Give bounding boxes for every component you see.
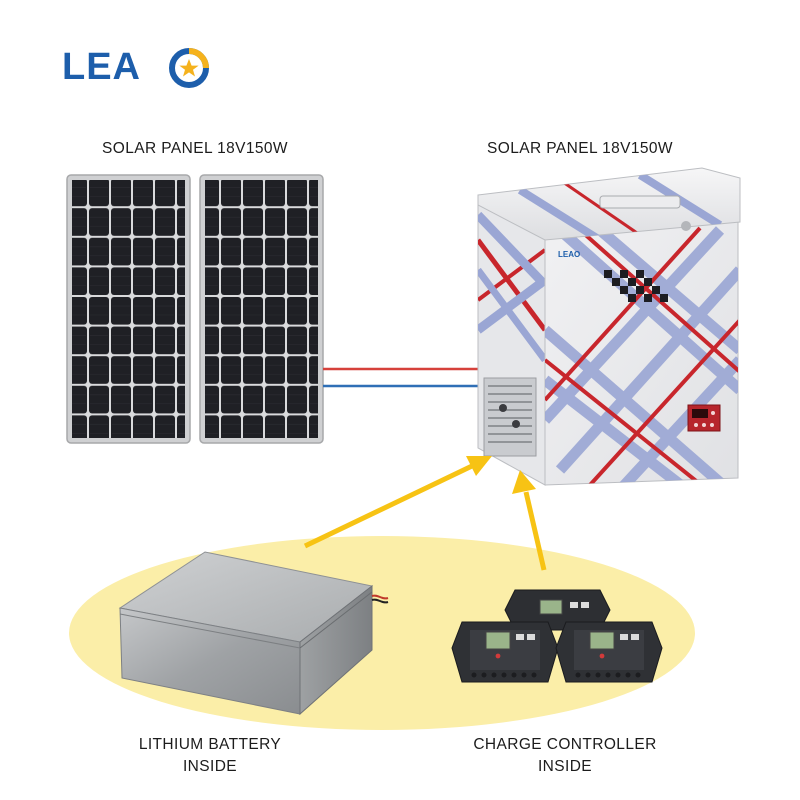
label-charge-controller-line1: CHARGE CONTROLLER xyxy=(473,736,657,753)
solar-panel-right xyxy=(199,174,324,444)
svg-text:LEAO: LEAO xyxy=(558,250,580,259)
label-solar-panel-left: SOLAR PANEL 18V150W xyxy=(102,140,288,157)
chest-freezer: LEAO xyxy=(477,167,741,486)
label-lithium-battery-line1: LITHIUM BATTERY xyxy=(138,736,282,753)
label-lithium-battery: LITHIUM BATTERY INSIDE xyxy=(90,734,330,779)
charge-controller-right xyxy=(555,621,663,683)
logo-icon xyxy=(169,48,209,88)
arrow-battery-to-freezer xyxy=(303,456,492,549)
arrow-controller-to-freezer xyxy=(512,470,547,571)
label-charge-controller: CHARGE CONTROLLER INSIDE xyxy=(430,734,700,779)
lithium-battery-box xyxy=(118,551,389,716)
label-lithium-battery-line2: INSIDE xyxy=(182,758,238,776)
charge-controller-left xyxy=(451,621,559,683)
label-charge-controller-line2: INSIDE xyxy=(537,758,593,776)
solar-panel-left xyxy=(66,174,191,444)
logo-wordmark: LEA xyxy=(62,46,141,88)
freezer-handle xyxy=(599,195,681,209)
label-solar-panel-right: SOLAR PANEL 18V150W xyxy=(487,140,673,157)
